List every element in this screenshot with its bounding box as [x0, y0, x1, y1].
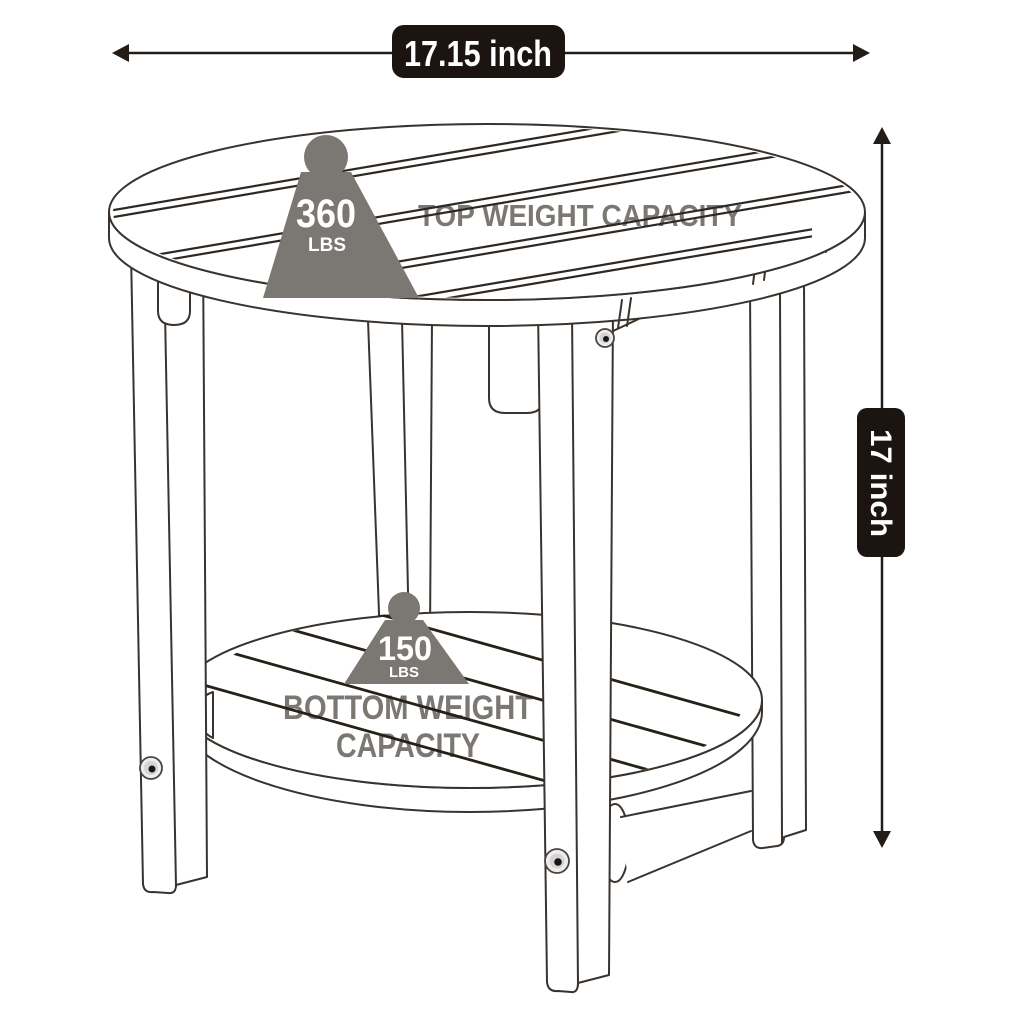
table-leg-back-left-corner-line	[401, 318, 410, 638]
arrowhead-up-icon	[873, 127, 891, 144]
height-label: 17 inch	[864, 429, 897, 537]
screw-front-center-leg-bottom	[544, 848, 570, 874]
bottom-capacity-label-line2: CAPACITY	[336, 727, 480, 765]
bottom-capacity-unit: LBS	[389, 664, 419, 681]
width-dimension: 17.15 inch	[112, 25, 870, 78]
weight-icon-bottom: 150 LBS	[344, 592, 469, 684]
stretcher-bar	[621, 791, 751, 882]
table-leg-back-left	[367, 317, 433, 641]
top-capacity-value: 360	[296, 192, 356, 236]
arrowhead-left-icon	[112, 44, 129, 62]
weight-icon-top: 360 LBS	[263, 135, 419, 298]
table-leg-front-center-corner-line	[571, 311, 579, 986]
top-capacity-unit: LBS	[308, 235, 346, 256]
screw-front-center-leg-top	[595, 328, 615, 348]
table-leg-back-right-corner-line	[779, 289, 783, 844]
stretcher-bar-bottom-edge	[627, 830, 752, 883]
height-dimension: 17 inch	[857, 127, 905, 848]
stretcher-bar-top-edge	[620, 790, 752, 818]
table-leg-front-left-corner-line	[164, 311, 177, 887]
arrowhead-right-icon	[853, 44, 870, 62]
screw-front-left-leg	[139, 756, 163, 780]
table-leg-back-right	[749, 277, 807, 850]
width-label: 17.15 inch	[404, 33, 552, 74]
table-drawing: BOTTOM WEIGHT CAPACITY	[108, 123, 866, 994]
bottom-capacity-label-line1: BOTTOM WEIGHT	[283, 689, 533, 727]
top-capacity-label: TOP WEIGHT CAPACITY	[418, 198, 742, 233]
arrowhead-down-icon	[873, 831, 891, 848]
width-label-box	[392, 25, 565, 78]
height-label-box	[857, 408, 905, 557]
bottom-capacity-value: 150	[378, 630, 432, 668]
